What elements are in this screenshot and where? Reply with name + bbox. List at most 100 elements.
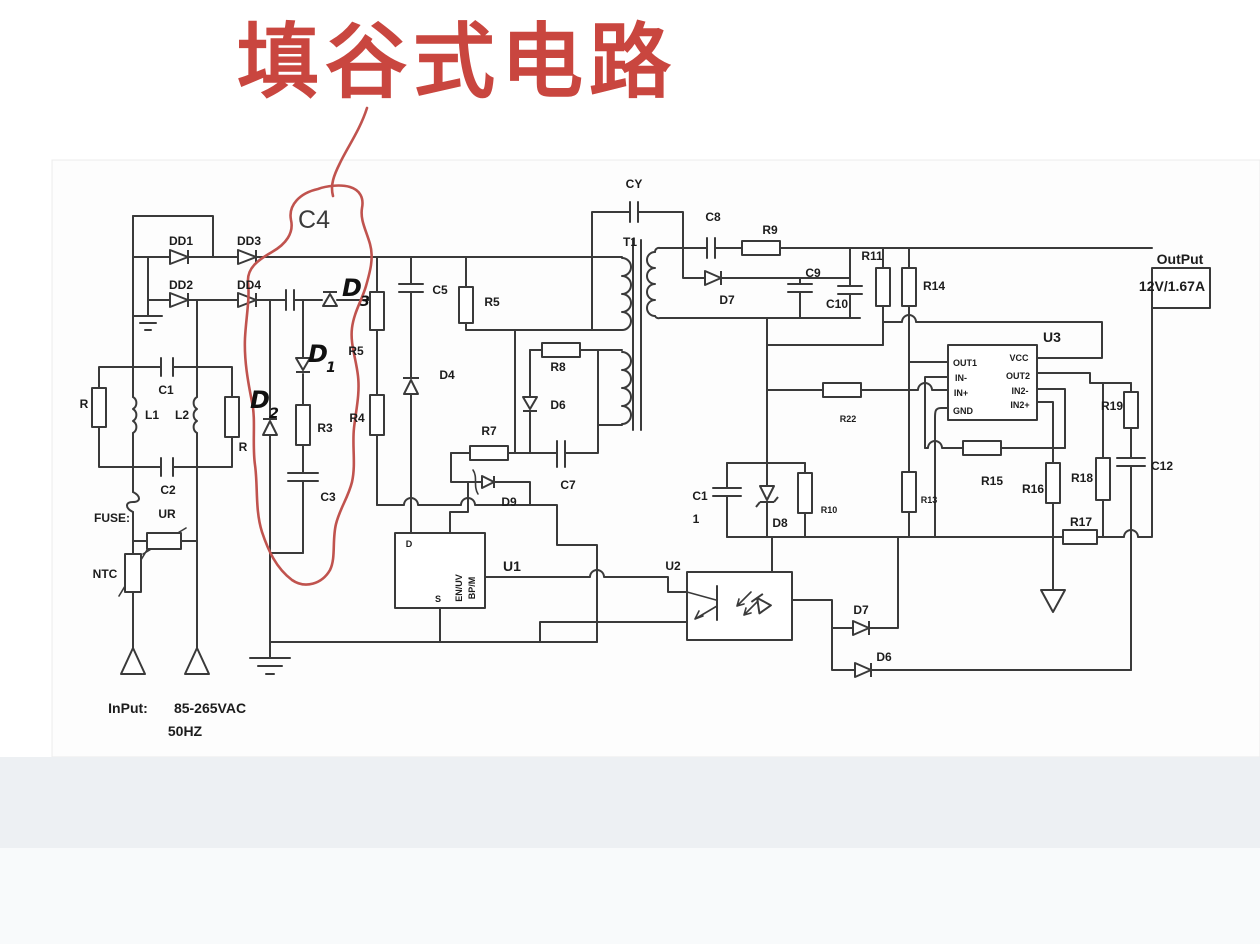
label-ntc: NTC (93, 567, 118, 581)
opto-led-arrows (736, 591, 759, 616)
wiring-valley-fill (269, 289, 319, 643)
input-arrow-1 (120, 647, 146, 675)
label-input: InPut: (108, 700, 148, 716)
resistor-r-right (224, 396, 240, 438)
label-r8: R8 (550, 360, 566, 374)
label-dd1: DD1 (169, 234, 193, 248)
resistor-r18 (1095, 457, 1111, 501)
bottom-band (0, 757, 1260, 848)
diode-d6-mid (522, 396, 538, 412)
resistor-r4 (369, 394, 385, 436)
u1-pin-s: S (435, 594, 441, 604)
diode-d4 (403, 377, 419, 395)
red-valley-fill-outline (243, 184, 373, 586)
label-r10: R10 (821, 505, 838, 515)
component-symbols (91, 240, 1211, 678)
label-d7: D7 (719, 293, 735, 307)
label-t1: T1 (623, 235, 637, 249)
u1-pin-en: EN/UV (454, 574, 464, 602)
label-c7: C7 (560, 478, 576, 492)
labels: 填谷式电路 C4 DD1 DD3 DD2 DD4 C1 L1 L2 R R C2… (80, 15, 1205, 739)
u3-ic-body (947, 344, 1038, 421)
red-annotation (243, 106, 373, 586)
resistor-r13 (901, 471, 917, 513)
label-c8: C8 (705, 210, 721, 224)
resistor-r19 (1123, 391, 1139, 429)
resistor-r22 (822, 382, 862, 398)
wiring-primary-side (249, 256, 688, 675)
label-r4: R4 (349, 411, 365, 425)
label-r16: R16 (1022, 482, 1044, 496)
label-d8: D8 (772, 516, 788, 530)
d9-handmark (472, 469, 479, 495)
u3-pin-out2: OUT2 (1006, 371, 1030, 381)
label-c9: C9 (805, 266, 821, 280)
wiring-transformer (591, 201, 684, 431)
label-r5b: R5 (484, 295, 500, 309)
resistor-r3 (295, 404, 311, 446)
u3-pin-in2-plus: IN2+ (1010, 400, 1029, 410)
opto-led (750, 593, 772, 615)
varistor-ur (146, 532, 182, 550)
label-d4: D4 (439, 368, 455, 382)
label-r5: R5 (348, 344, 364, 358)
c4-callout-label: C4 (298, 206, 330, 234)
u3-pin-in-minus: IN- (955, 373, 967, 383)
output-label: OutPut (1157, 251, 1204, 267)
label-dd3: DD3 (237, 234, 261, 248)
output-box (1151, 267, 1211, 309)
hand-label-d1: D (308, 340, 328, 368)
diode-dd2 (169, 292, 189, 308)
resistor-r16 (1045, 462, 1061, 504)
resistor-r-left (91, 387, 107, 428)
resistor-r9 (741, 240, 781, 256)
label-l1: L1 (145, 408, 159, 422)
label-r14: R14 (923, 279, 945, 293)
label-d6: D6 (550, 398, 566, 412)
label-dd2: DD2 (169, 278, 193, 292)
label-d7b: D7 (853, 603, 869, 617)
ntc-thermistor (124, 553, 142, 593)
label-dd4: DD4 (237, 278, 261, 292)
label-u3: U3 (1043, 329, 1061, 345)
label-r15: R15 (981, 474, 1003, 488)
label-r13: R13 (921, 495, 938, 505)
label-r18: R18 (1071, 471, 1093, 485)
diode-d6b (854, 662, 872, 678)
resistor-r5-tall (369, 291, 385, 331)
label-c12: C12 (1151, 459, 1173, 473)
wiring-secondary-side (659, 237, 1153, 671)
label-cy: CY (626, 177, 643, 191)
resistor-r10 (797, 472, 813, 514)
diode-d3 (322, 291, 338, 307)
resistor-r11 (875, 267, 891, 307)
hand-label-d3: D (342, 274, 362, 302)
resistor-r17 (1062, 529, 1098, 545)
u3-pin-in-plus: IN+ (954, 388, 968, 398)
label-l2: L2 (175, 408, 189, 422)
label-c10: C10 (826, 297, 848, 311)
diode-d2 (262, 418, 278, 436)
hand-label-d1-sub: 1 (326, 360, 336, 376)
label-r7: R7 (481, 424, 497, 438)
label-r22: R22 (840, 414, 857, 424)
opto-transistor (686, 591, 718, 620)
label-voltage: 85-265VAC (174, 700, 246, 716)
label-r9: R9 (762, 223, 778, 237)
resistor-r15 (962, 440, 1002, 456)
label-r-right: R (239, 440, 248, 454)
u3-pin-vcc: VCC (1009, 353, 1029, 363)
label-c1: C1 (158, 383, 174, 397)
label-d9: D9 (501, 495, 517, 509)
diode-d1 (295, 357, 311, 373)
ground-triangle (1040, 589, 1066, 613)
hand-label-d2: D (250, 386, 270, 414)
resistor-r7 (469, 445, 509, 461)
u1-pin-bp: BP/M (467, 577, 477, 600)
diode-dd1 (169, 249, 189, 265)
label-c11-line1: C1 (692, 489, 708, 503)
resistor-r8 (541, 342, 581, 358)
u3-pin-in2-minus: IN2- (1011, 386, 1028, 396)
u3-pin-out1: OUT1 (953, 358, 977, 368)
